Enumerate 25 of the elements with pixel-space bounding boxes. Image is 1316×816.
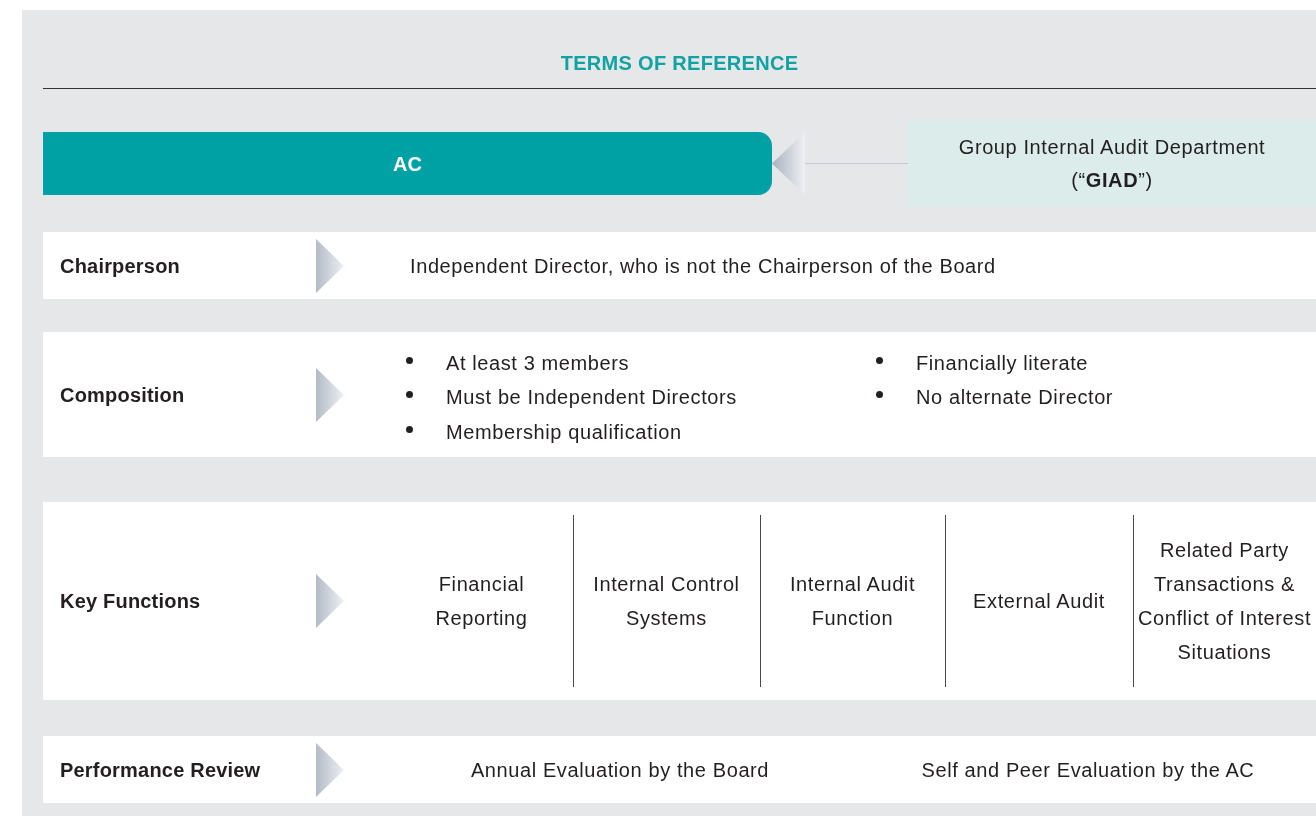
row-heading: Performance Review: [60, 757, 261, 783]
row-text: Independent Director, who is not the Chairperson of the Board: [410, 253, 997, 279]
row-text: Internal Control Systems: [592, 572, 741, 631]
row-band: [43, 502, 1316, 700]
row-text: Financial Reporting: [434, 572, 529, 631]
row-text: Annual Evaluation by the Board: [469, 757, 771, 783]
arrow: [771, 132, 909, 195]
row-text: No alternate Director: [916, 385, 1115, 410]
row-text: Internal Audit Function: [788, 572, 917, 631]
committee-bar: AC: [43, 132, 772, 195]
department-box: Group Internal Audit Department (“GIAD”): [908, 120, 1316, 207]
title: TERMS OF REFERENCE: [559, 51, 800, 76]
row-text: External Audit: [972, 589, 1106, 614]
row-band: [43, 232, 1316, 299]
row-heading: Key Functions: [60, 589, 201, 614]
row-band: [43, 736, 1316, 803]
row-heading: Composition: [60, 382, 185, 408]
row-text: Self and Peer Evaluation by the AC: [920, 757, 1256, 783]
row-text: Membership qualification: [446, 420, 683, 445]
row-heading: Chairperson: [60, 253, 180, 279]
row-band: [43, 332, 1316, 457]
row-text: Related Party Transactions & Conflict of Interest Situations: [1136, 538, 1313, 665]
row-text: Financially literate: [916, 351, 1090, 376]
row-text: Must be Independent Directors: [446, 385, 738, 410]
row-text: At least 3 members: [446, 351, 631, 376]
